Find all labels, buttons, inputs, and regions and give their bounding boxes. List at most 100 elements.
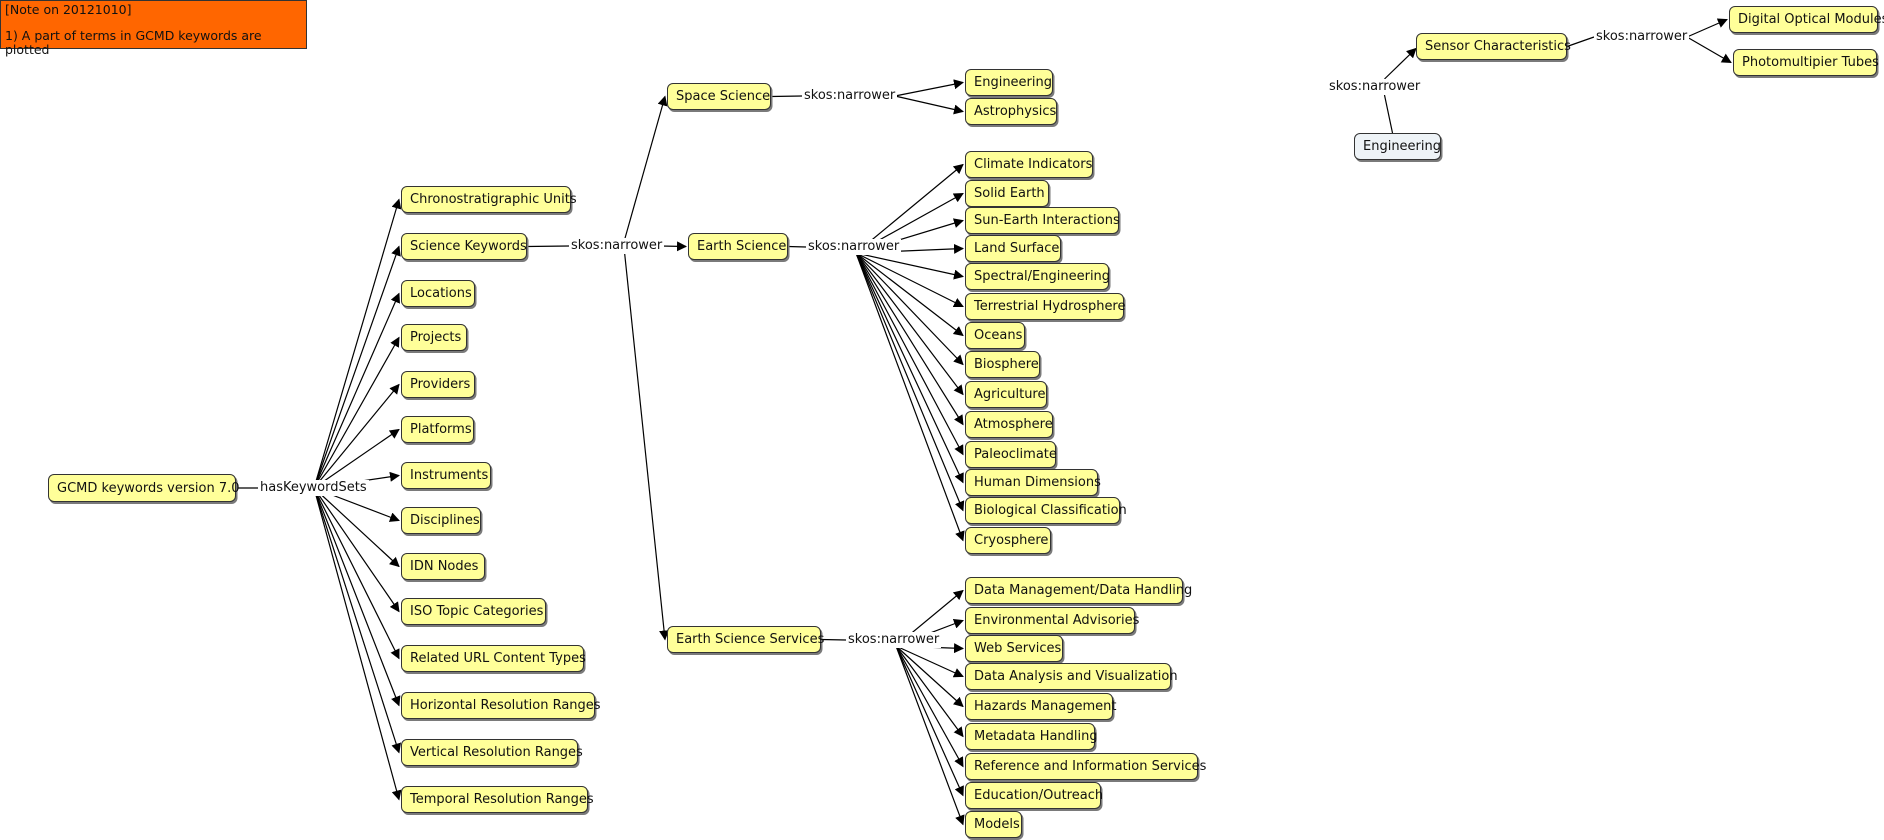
edge-line [770,95,803,98]
edge-line [1566,36,1595,48]
node-earth-topic[interactable]: Sun-Earth Interactions [965,207,1120,234]
edge-arrow [855,252,964,456]
node-service-topic[interactable]: Metadata Handling [965,723,1098,750]
relation-narrower: skos:narrower [569,238,665,254]
edge-arrow [895,645,964,678]
relation-haskeywordsets: hasKeywordSets [258,480,369,496]
edge-arrow [313,487,400,660]
node-earth-topic[interactable]: Biosphere [965,351,1040,378]
node-keyword-set[interactable]: Platforms [401,416,474,443]
edge-arrow [313,487,401,707]
relation-narrower: skos:narrower [1327,79,1423,95]
node-engineering[interactable]: Engineering [1354,133,1441,160]
edge-arrow [855,163,964,254]
node-earth-topic[interactable]: Agriculture [965,381,1047,408]
relation-narrower: skos:narrower [802,88,898,104]
node-keyword-set[interactable]: Projects [401,324,467,351]
node-earth-topic[interactable]: Cryosphere [965,527,1051,554]
edge-arrow [623,251,670,641]
edge-arrow [855,252,964,426]
edge-arrow [855,252,964,396]
node-earth-topic[interactable]: Oceans [965,322,1025,349]
relation-narrower: skos:narrower [846,632,942,648]
edge-arrow [895,645,964,738]
edge-arrow [855,252,964,366]
node-service-topic[interactable]: Data Management/Data Handling [965,577,1192,604]
node-keyword-set[interactable]: Temporal Resolution Ranges [401,786,594,813]
note-title: [Note on 20121010] [5,2,132,17]
edge-arrow [1384,47,1417,80]
edge-arrow [313,198,402,489]
node-keyword-set[interactable]: Providers [401,371,475,398]
node-earth-topic[interactable]: Terrestrial Hydrosphere [965,293,1126,320]
node-keyword-set[interactable]: Science Keywords [401,233,527,260]
node-keyword-set[interactable]: Chronostratigraphic Units [401,186,577,213]
edge-arrow [855,252,964,337]
edge-arrow [894,79,964,97]
node-earth-topic[interactable]: Paleoclimate [965,441,1057,468]
edge-arrow [855,252,965,512]
node-sensor-characteristics[interactable]: Sensor Characteristics [1416,33,1571,60]
edge-arrow [855,252,965,542]
edge-arrow [855,252,964,308]
edge-arrow [1686,18,1728,38]
edge-arrow [623,95,668,241]
edge-arrow [895,645,964,797]
note-box: [Note on 20121010] 1) A part of terms in… [0,0,307,57]
node-keyword-set[interactable]: IDN Nodes [401,553,485,580]
relation-narrower: skos:narrower [1594,29,1690,45]
node-photomultipier-tubes[interactable]: Photomultipier Tubes [1733,49,1879,76]
edge-arrow [313,487,402,801]
node-gcmd-root[interactable]: GCMD keywords version 7.0 [48,474,240,502]
node-earth-topic[interactable]: Solid Earth [965,180,1049,207]
node-service-topic[interactable]: Education/Outreach [965,782,1103,809]
node-space-topic[interactable]: Engineering [965,69,1053,96]
edge-arrow [855,252,964,484]
edge-arrow [313,428,400,489]
node-earth-topic[interactable]: Biological Classification [965,497,1127,524]
node-earth-science[interactable]: Earth Science [688,233,788,260]
edge-arrow [895,645,964,768]
node-space-science[interactable]: Space Science [667,83,771,110]
node-keyword-set[interactable]: Locations [401,280,475,307]
edge-arrow [313,487,400,568]
edge-line [787,245,807,248]
edge-arrow [659,241,687,252]
node-space-topic[interactable]: Astrophysics [965,98,1057,125]
edge-line [526,245,570,248]
node-earth-topic[interactable]: Land Surface [965,235,1061,262]
edge-arrow [855,252,964,280]
node-earth-topic[interactable]: Human Dimensions [965,469,1101,496]
node-service-topic[interactable]: Reference and Information Services [965,753,1206,780]
edge-arrow [313,487,400,613]
node-service-topic[interactable]: Web Services [965,635,1063,662]
edge-arrow [313,292,400,489]
edge-arrow [1686,36,1732,64]
node-service-topic[interactable]: Environmental Advisories [965,607,1139,634]
node-keyword-set[interactable]: Instruments [401,462,491,489]
node-earth-topic[interactable]: Climate Indicators [965,151,1093,178]
node-keyword-set[interactable]: Vertical Resolution Ranges [401,739,583,766]
node-earth-topic[interactable]: Atmosphere [965,411,1053,438]
edge-arrow [894,95,964,115]
node-keyword-set[interactable]: ISO Topic Categories [401,598,546,625]
edge-arrow [895,645,964,708]
node-earth-science-services[interactable]: Earth Science Services [667,626,824,653]
node-earth-topic[interactable]: Spectral/Engineering [965,263,1110,290]
relation-narrower: skos:narrower [806,239,902,255]
node-service-topic[interactable]: Data Analysis and Visualization [965,663,1178,690]
edge-arrow [313,245,401,489]
node-service-topic[interactable]: Models [965,811,1022,838]
node-digital-optical-modules[interactable]: Digital Optical Modules [1729,6,1884,33]
node-keyword-set[interactable]: Horizontal Resolution Ranges [401,692,601,719]
edge-arrow [313,336,400,489]
edge-arrow [313,383,400,489]
edge-line [820,638,847,641]
node-keyword-set[interactable]: Related URL Content Types [401,645,586,672]
node-service-topic[interactable]: Hazards Management [965,693,1116,720]
edge-arrow [895,645,965,826]
node-keyword-set[interactable]: Disciplines [401,507,481,534]
note-text: 1) A part of terms in GCMD keywords are … [5,28,262,57]
